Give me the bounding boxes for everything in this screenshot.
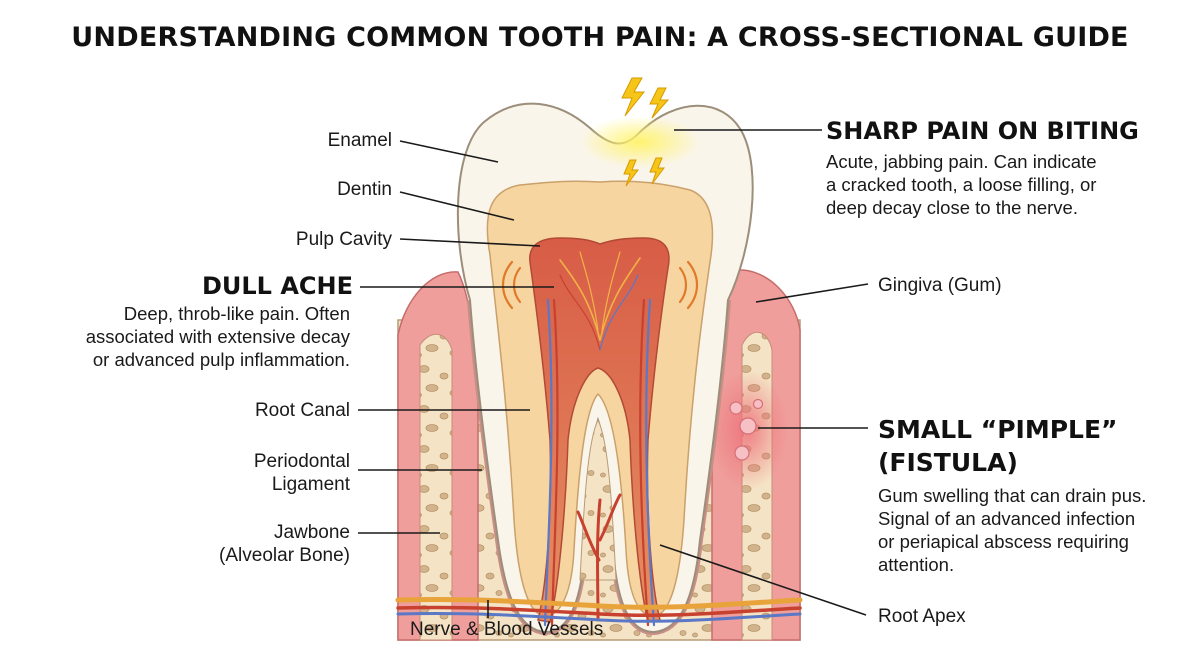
- dull-ache-description: Deep, throb-like pain. Often associated …: [85, 303, 350, 370]
- label-pulp-cavity: Pulp Cavity: [295, 229, 392, 250]
- lightning-bolt-icon: [649, 87, 670, 119]
- label-dentin: Dentin: [337, 179, 392, 200]
- label-nerve-blood-vessels: Nerve & Blood Vessels: [410, 619, 604, 640]
- leader-line-pulp-cavity: [399, 238, 541, 247]
- label-root-apex: Root Apex: [878, 606, 966, 627]
- pulp-cavity: [529, 237, 670, 623]
- pulp-nerves: [543, 251, 656, 627]
- dull-ache-indicator: [501, 260, 699, 310]
- sharp-pain-indicator: [580, 77, 700, 187]
- fistula-description: Gum swelling that can drain pus. Signal …: [878, 485, 1147, 575]
- fistula-heading: SMALL “PIMPLE” (FISTULA): [878, 415, 1118, 477]
- label-enamel: Enamel: [327, 130, 392, 151]
- page-title: UNDERSTANDING COMMON TOOTH PAIN: A CROSS…: [71, 22, 1129, 53]
- nerve-and-vessels-bundle: [395, 596, 803, 623]
- fistula: [708, 370, 788, 490]
- label-root-canal: Root Canal: [254, 400, 350, 421]
- leader-line-root-apex: [659, 544, 867, 616]
- lightning-bolt-icon: [621, 77, 646, 117]
- dull-ache-heading: DULL ACHE: [201, 272, 353, 300]
- lightning-bolt-icon: [649, 157, 665, 185]
- lightning-bolt-icon: [623, 159, 639, 187]
- leader-lines: [358, 129, 869, 618]
- label-jawbone: Jawbone (Alveolar Bone): [219, 522, 350, 566]
- leader-line-dentin: [399, 191, 515, 221]
- label-periodontal-ligament: Periodontal Ligament: [253, 451, 350, 495]
- leader-line-enamel: [399, 140, 499, 163]
- sharp-pain-description: Acute, jabbing pain. Can indicate a crac…: [826, 151, 1097, 218]
- leader-line-gingiva: [755, 283, 869, 303]
- label-gingiva: Gingiva (Gum): [878, 275, 1002, 296]
- sharp-pain-heading: SHARP PAIN ON BITING: [826, 117, 1139, 145]
